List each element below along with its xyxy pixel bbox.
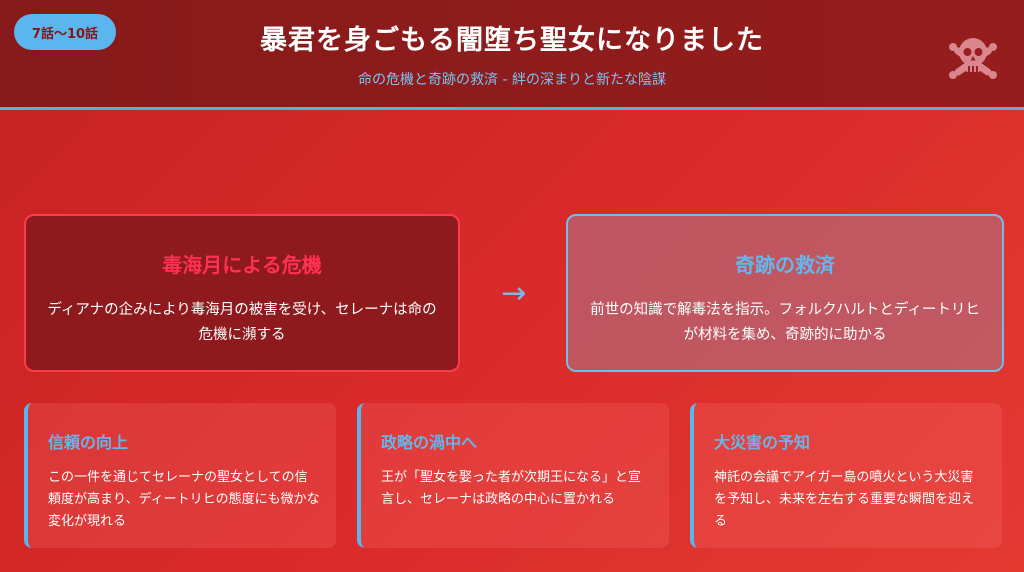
danger-title: 毒海月による危機 <box>162 253 322 277</box>
page-title: 暴君を身ごもる闇堕ち聖女になりました <box>260 25 764 56</box>
info-card-title: 大災害の予知 <box>714 433 811 452</box>
skull-crossbones-icon <box>949 38 997 79</box>
arrow-right-icon: → <box>501 276 527 311</box>
info-card-text: この一件を通じてセレーナの聖女としての信頼度が高まり、ディートリヒの態度にも微か… <box>48 470 320 529</box>
info-card-text: 王が「聖女を娶った者が次期王になる」と宣言し、セレーナは政略の中心に置かれる <box>381 470 642 507</box>
episode-badge: 7話〜10話 <box>14 14 116 50</box>
danger-card: 毒海月による危機 ディアナの企みにより毒海月の被害を受け、セレーナは命の危機に瀕… <box>24 214 460 372</box>
page-subtitle: 命の危機と奇跡の救済 - 絆の深まりと新たな陰謀 <box>358 72 666 88</box>
info-card-prophecy: 大災害の予知 神託の会議でアイガー島の噴火という大災害を予知し、未来を左右する重… <box>690 403 1002 548</box>
info-card-text: 神託の会議でアイガー島の噴火という大災害を予知し、未来を左右する重要な瞬間を迎え… <box>714 470 975 529</box>
info-card-title: 信頼の向上 <box>48 433 129 452</box>
danger-text: ディアナの企みにより毒海月の被害を受け、セレーナは命の危機に瀕する <box>47 302 437 343</box>
miracle-text: 前世の知識で解毒法を指示。フォルクハルトとディートリヒが材料を集め、奇跡的に助か… <box>590 302 980 343</box>
info-card-politics: 政略の渦中へ 王が「聖女を娶った者が次期王になる」と宣言し、セレーナは政略の中心… <box>357 403 669 548</box>
miracle-title: 奇跡の救済 <box>735 253 835 277</box>
info-card-trust: 信頼の向上 この一件を通じてセレーナの聖女としての信頼度が高まり、ディートリヒの… <box>24 403 336 548</box>
miracle-card: 奇跡の救済 前世の知識で解毒法を指示。フォルクハルトとディートリヒが材料を集め、… <box>566 214 1004 372</box>
info-card-title: 政略の渦中へ <box>381 433 478 452</box>
header: 7話〜10話 暴君を身ごもる闇堕ち聖女になりました 命の危機と奇跡の救済 - 絆… <box>0 0 1024 110</box>
